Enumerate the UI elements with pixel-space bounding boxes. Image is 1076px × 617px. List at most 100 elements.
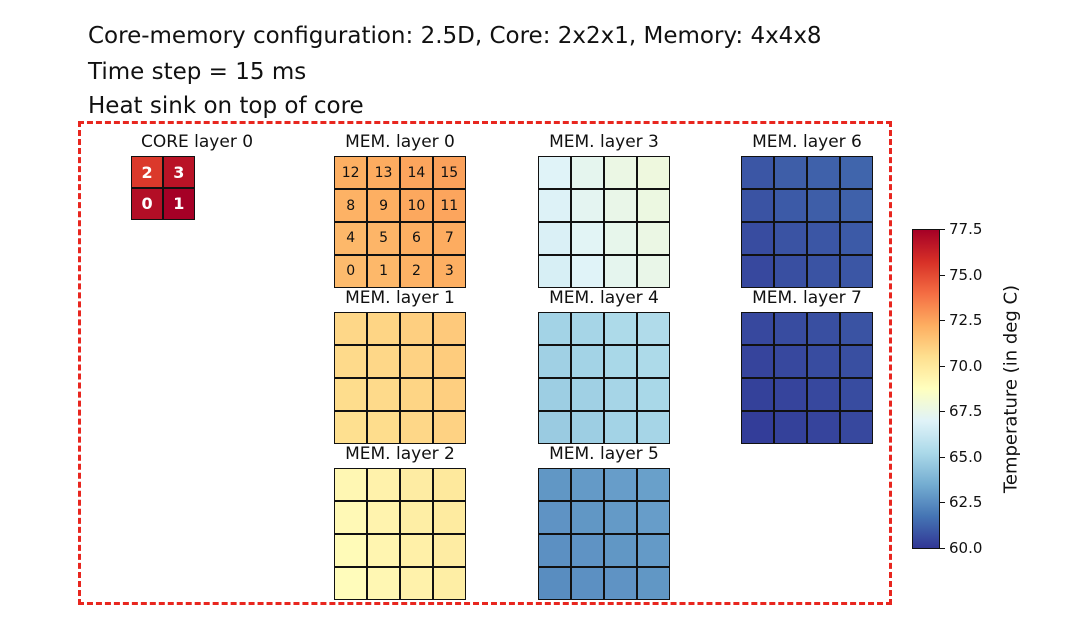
heatmap-cell: 2: [400, 255, 433, 287]
heatmap-cell: [604, 378, 637, 411]
heatmap-cell: [571, 255, 604, 287]
heatmap-cell: [539, 345, 571, 378]
colorbar-tick-label: 65.0: [949, 448, 983, 466]
heatmap-cell: [604, 345, 637, 378]
heatmap-cell: [637, 189, 669, 222]
heatmap-cell: [840, 313, 872, 345]
heatmap-cell: [774, 345, 807, 378]
heatmap-cell: [367, 313, 400, 345]
colorbar-tick-label: 77.5: [949, 220, 983, 238]
heatmap-cell: [604, 255, 637, 287]
colorbar-tick: [940, 366, 945, 367]
heatmap-cell: [433, 534, 465, 567]
heatmap-mem-layer-7: [741, 312, 873, 444]
heatmap-cell: [604, 501, 637, 534]
heatmap-cell: [774, 189, 807, 222]
heatmap-cell: [335, 469, 367, 501]
heatmap-cell: 7: [433, 222, 465, 255]
heatmap-cell: [433, 411, 465, 443]
heatmap-cell: [742, 157, 774, 189]
heatmap-cell: [604, 189, 637, 222]
colorbar-tick-label: 72.5: [949, 311, 983, 329]
heatmap-cell: [539, 189, 571, 222]
caption-heat-sink: Heat sink on top of core: [88, 93, 364, 119]
heatmap-cell: [604, 157, 637, 189]
heatmap-cell: [840, 411, 872, 443]
heatmap-cell: [604, 534, 637, 567]
heatmap-cell: [367, 469, 400, 501]
heatmap-cell: [742, 411, 774, 443]
heatmap-cell: [571, 469, 604, 501]
heatmap-cell: [571, 501, 604, 534]
heatmap-cell: [604, 567, 637, 599]
heatmap-cell: [400, 378, 433, 411]
heatmap-cell: [637, 157, 669, 189]
colorbar-tick: [940, 229, 945, 230]
heatmap-cell: 0: [132, 188, 163, 219]
heatmap-cell: [637, 255, 669, 287]
panel-title-mem-layer-6: MEM. layer 6: [752, 132, 862, 152]
heatmap-cell: [774, 411, 807, 443]
heatmap-cell: [637, 534, 669, 567]
heatmap-cell: [571, 567, 604, 599]
heatmap-mem-layer-4: [538, 312, 670, 444]
heatmap-cell: 6: [400, 222, 433, 255]
colorbar-tick: [940, 411, 945, 412]
heatmap-cell: [604, 222, 637, 255]
heatmap-cell: 5: [367, 222, 400, 255]
colorbar-tick: [940, 320, 945, 321]
colorbar-tick: [940, 502, 945, 503]
colorbar-tick-label: 67.5: [949, 402, 983, 420]
heatmap-cell: [571, 534, 604, 567]
heatmap-cell: [433, 313, 465, 345]
heatmap-cell: [807, 411, 840, 443]
heatmap-cell: [367, 501, 400, 534]
panel-title-mem-layer-5: MEM. layer 5: [549, 444, 659, 464]
heatmap-cell: [400, 345, 433, 378]
heatmap-cell: 3: [433, 255, 465, 287]
heatmap-cell: [400, 534, 433, 567]
heatmap-mem-layer-3: [538, 156, 670, 288]
heatmap-cell: [433, 567, 465, 599]
heatmap-cell: [335, 534, 367, 567]
heatmap-cell: [604, 411, 637, 443]
heatmap-cell: [840, 189, 872, 222]
heatmap-cell: [367, 411, 400, 443]
heatmap-cell: 14: [400, 157, 433, 189]
heatmap-mem-layer-2: [334, 468, 466, 600]
heatmap-cell: [637, 378, 669, 411]
heatmap-cell: [840, 378, 872, 411]
heatmap-cell: 1: [367, 255, 400, 287]
heatmap-cell: 10: [400, 189, 433, 222]
heatmap-cell: [807, 222, 840, 255]
heatmap-cell: [539, 411, 571, 443]
heatmap-cell: [335, 501, 367, 534]
heatmap-cell: [774, 313, 807, 345]
heatmap-cell: [840, 222, 872, 255]
heatmap-cell: [433, 469, 465, 501]
heatmap-cell: [433, 345, 465, 378]
heatmap-cell: [539, 378, 571, 411]
heatmap-cell: 15: [433, 157, 465, 189]
heatmap-cell: [539, 534, 571, 567]
heatmap-cell: [539, 501, 571, 534]
heatmap-cell: [742, 378, 774, 411]
dashed-frame: [78, 121, 892, 605]
heatmap-cell: [742, 189, 774, 222]
heatmap-cell: [807, 189, 840, 222]
heatmap-cell: [637, 469, 669, 501]
heatmap-cell: [637, 345, 669, 378]
heatmap-cell: [367, 378, 400, 411]
heatmap-cell: [539, 222, 571, 255]
heatmap-cell: [840, 345, 872, 378]
heatmap-cell: [539, 313, 571, 345]
heatmap-cell: [400, 501, 433, 534]
heatmap-cell: 11: [433, 189, 465, 222]
heatmap-cell: 8: [335, 189, 367, 222]
heatmap-cell: 4: [335, 222, 367, 255]
heatmap-cell: [571, 222, 604, 255]
heatmap-cell: [335, 567, 367, 599]
heatmap-cell: [807, 313, 840, 345]
heatmap-cell: 13: [367, 157, 400, 189]
